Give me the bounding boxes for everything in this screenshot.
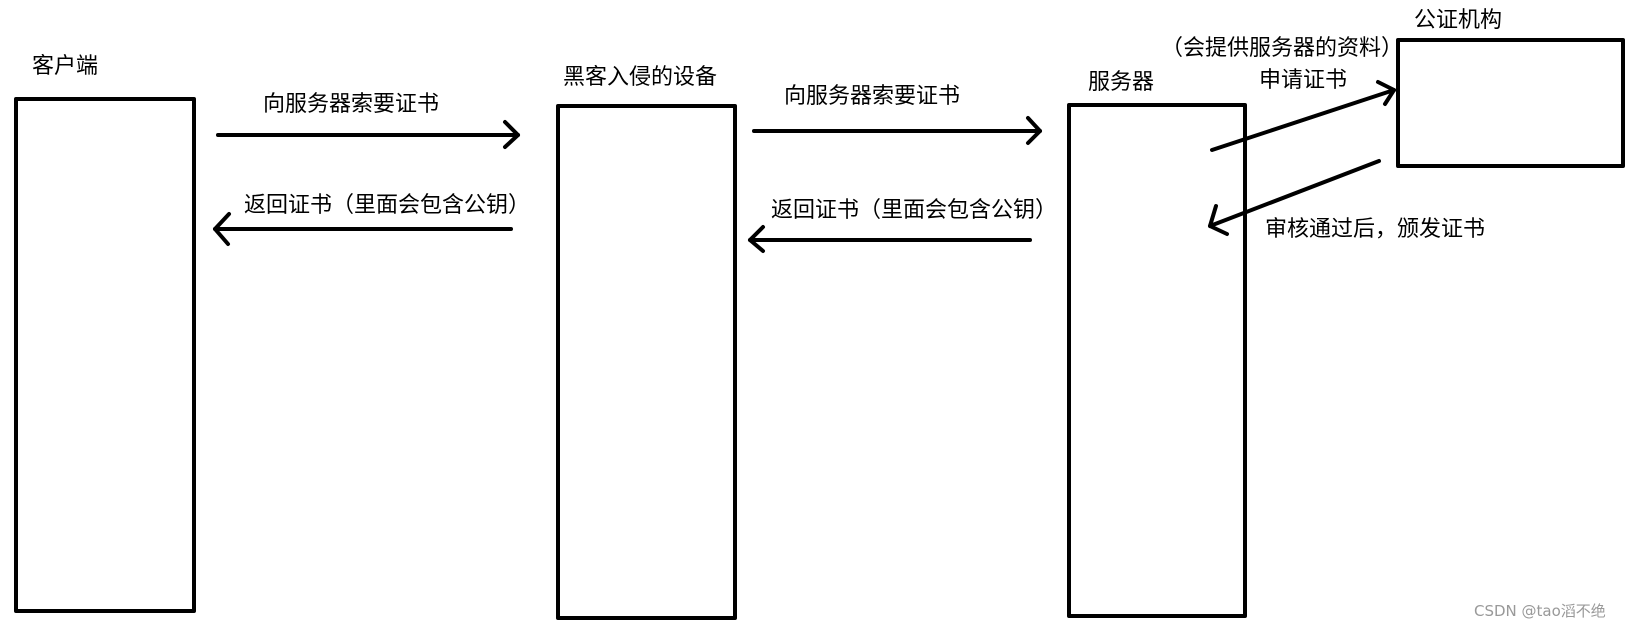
client-box [14, 97, 196, 613]
edge-label-server-to-attacker: 返回证书（里面会包含公钥） [771, 198, 1058, 223]
server-box [1067, 103, 1247, 618]
ca-title: 公证机构 [1414, 8, 1503, 33]
edge-label-attacker-to-server: 向服务器索要证书 [784, 84, 961, 109]
attacker-box [556, 104, 737, 620]
arrow-ca-to-server [1208, 159, 1381, 236]
arrow-server-to-ca [1210, 80, 1396, 152]
watermark: CSDN @tao滔不绝 [1474, 602, 1606, 620]
arrow-attacker-to-client [213, 212, 513, 246]
edge-label-client-to-attacker: 向服务器索要证书 [263, 92, 440, 117]
edge-label-attacker-to-client: 返回证书（里面会包含公钥） [244, 193, 531, 218]
server-title: 服务器 [1088, 70, 1155, 95]
edge-label-ca-to-server: 审核通过后，颁发证书 [1265, 217, 1486, 242]
attacker-title: 黑客入侵的设备 [563, 65, 718, 90]
arrow-attacker-to-server [752, 116, 1042, 145]
client-title: 客户端 [32, 54, 99, 79]
ca-note: （会提供服务器的资料） [1161, 36, 1404, 61]
edge-label-server-to-ca: 申请证书 [1259, 68, 1348, 93]
ca-box [1396, 38, 1625, 168]
arrow-client-to-attacker [216, 120, 520, 149]
arrow-server-to-attacker [748, 225, 1032, 253]
